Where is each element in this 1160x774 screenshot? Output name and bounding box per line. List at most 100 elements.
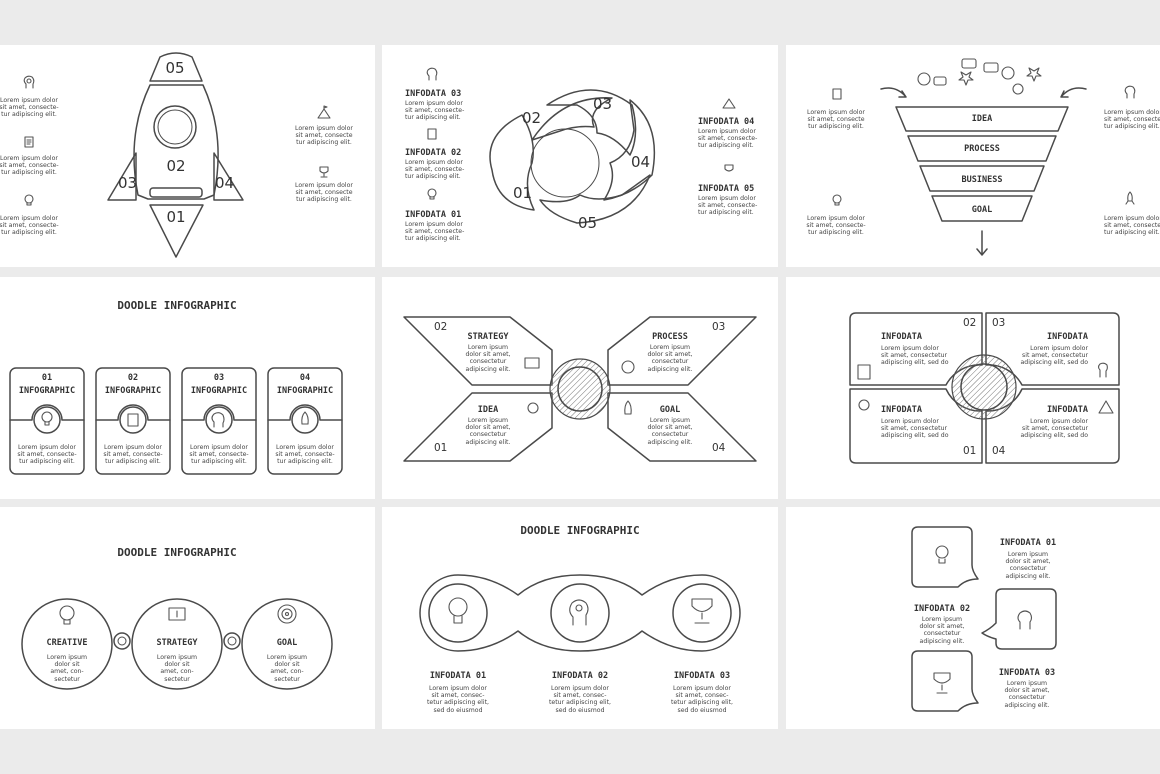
swirl-label-infodata-02: INFODATA 02 bbox=[405, 148, 462, 158]
quad-num-01: 01 bbox=[963, 445, 977, 457]
circle-label-creative: CREATIVE bbox=[46, 638, 88, 648]
head-gear-icon bbox=[1123, 85, 1137, 99]
slide-title: DOODLE INFOGRAPHIC bbox=[117, 299, 237, 312]
circle-label-strategy: STRATEGY bbox=[156, 638, 198, 648]
bubble-label-infodata-01: INFODATA 01 bbox=[999, 538, 1057, 548]
chain-label-infodata-02: INFODATA 02 bbox=[551, 671, 609, 681]
chain-label-infodata-03: INFODATA 03 bbox=[673, 671, 731, 681]
mountain-flag-icon bbox=[317, 105, 331, 119]
card-2-number: 02 bbox=[127, 373, 139, 383]
trophy-icon bbox=[722, 163, 736, 177]
card-3-number: 03 bbox=[213, 373, 225, 383]
swirl-label-infodata-01: INFODATA 01 bbox=[405, 210, 462, 220]
quad-num-02: 02 bbox=[963, 317, 977, 329]
swirl-label-infodata-03: INFODATA 03 bbox=[405, 89, 462, 99]
document-icon bbox=[830, 87, 844, 101]
bubble-label-infodata-03: INFODATA 03 bbox=[998, 668, 1056, 678]
slide-title: DOODLE INFOGRAPHIC bbox=[117, 546, 237, 559]
circle-label-goal: GOAL bbox=[276, 638, 298, 648]
funnel-level-idea: IDEA bbox=[971, 114, 993, 124]
bowtie-num-03: 03 bbox=[712, 321, 726, 333]
funnel-diagram bbox=[880, 58, 1087, 256]
quad-num-03: 03 bbox=[992, 317, 1006, 329]
quad-label-tl: INFODATA bbox=[881, 332, 922, 342]
bowtie-diagram bbox=[403, 316, 757, 462]
quad-num-04: 04 bbox=[992, 445, 1006, 457]
slide-cards[interactable]: DOODLE INFOGRAPHIC 01 INFOGRAPHIC Lorem … bbox=[0, 277, 375, 499]
rocket-num-02: 02 bbox=[166, 157, 186, 175]
bowtie-label-strategy: STRATEGY bbox=[467, 332, 509, 342]
bowtie-label-idea: IDEA bbox=[477, 405, 499, 415]
bowtie-num-04: 04 bbox=[712, 442, 726, 454]
head-gear-icon bbox=[425, 67, 439, 81]
bowtie-num-02: 02 bbox=[434, 321, 448, 333]
quad-label-bl: INFODATA bbox=[881, 405, 922, 415]
funnel-level-business: BUSINESS bbox=[961, 175, 1003, 185]
rocket-num-03: 03 bbox=[118, 174, 138, 192]
slide-funnel[interactable]: IDEA PROCESS BUSINESS GOAL Lorem ipsum d… bbox=[786, 45, 1160, 267]
slide-swirl[interactable]: 02 03 04 01 05 INFODATA 03 Lorem ipsum d… bbox=[382, 45, 778, 267]
lightbulb-icon bbox=[830, 193, 844, 207]
card-4-number: 04 bbox=[299, 373, 311, 383]
rocket-diagram bbox=[107, 52, 244, 258]
swirl-num-04: 04 bbox=[631, 153, 651, 171]
document-icon bbox=[22, 135, 36, 149]
card-3-label: INFOGRAPHIC bbox=[190, 386, 248, 396]
rocket-num-05: 05 bbox=[165, 59, 185, 77]
card-1-label: INFOGRAPHIC bbox=[18, 386, 76, 396]
cards-diagram bbox=[9, 367, 343, 475]
rocket-icon bbox=[1123, 191, 1137, 205]
slide-title: DOODLE INFOGRAPHIC bbox=[520, 524, 640, 537]
bubbles-diagram bbox=[911, 526, 1057, 712]
rocket-num-04: 04 bbox=[215, 174, 235, 192]
swirl-num-05: 05 bbox=[578, 214, 598, 232]
chain-label-infodata-01: INFODATA 01 bbox=[429, 671, 487, 681]
card-1-number: 01 bbox=[41, 373, 53, 383]
circles-diagram bbox=[21, 598, 333, 690]
quad-label-br: INFODATA bbox=[1047, 405, 1088, 415]
quad-label-tr: INFODATA bbox=[1047, 332, 1088, 342]
bowtie-label-goal: GOAL bbox=[659, 405, 681, 415]
swirl-num-02: 02 bbox=[522, 109, 542, 127]
card-4-label: INFOGRAPHIC bbox=[276, 386, 334, 396]
rocket-num-01: 01 bbox=[166, 208, 186, 226]
card-2-label: INFOGRAPHIC bbox=[104, 386, 162, 396]
swirl-diagram bbox=[489, 89, 656, 224]
swirl-label-infodata-04: INFODATA 04 bbox=[698, 117, 755, 127]
trophy-icon bbox=[317, 165, 331, 179]
slide-chain[interactable]: DOODLE INFOGRAPHIC INFODATA 01 Lorem ips… bbox=[382, 507, 778, 729]
